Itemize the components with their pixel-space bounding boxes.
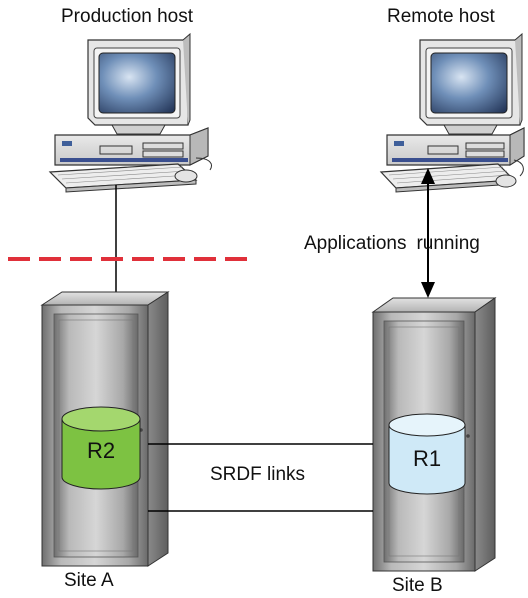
site-a-label: Site A	[64, 570, 114, 591]
r1-volume-cylinder	[388, 413, 466, 495]
site-b-label: Site B	[392, 575, 443, 596]
double-arrow	[421, 168, 435, 298]
r2-volume-cylinder	[61, 406, 141, 490]
applications-running-label: Applications running	[304, 233, 480, 255]
production-host-label: Production host	[61, 6, 194, 27]
remote-host-label: Remote host	[387, 6, 495, 27]
r2-volume-label: R2	[86, 438, 116, 463]
r1-volume-label: R1	[412, 446, 442, 471]
srdf-links-label: SRDF links	[210, 464, 306, 485]
running-label: running	[416, 233, 480, 254]
production-host-computer	[48, 32, 212, 193]
applications-label: Applications	[304, 233, 407, 254]
remote-host-computer	[379, 32, 525, 193]
